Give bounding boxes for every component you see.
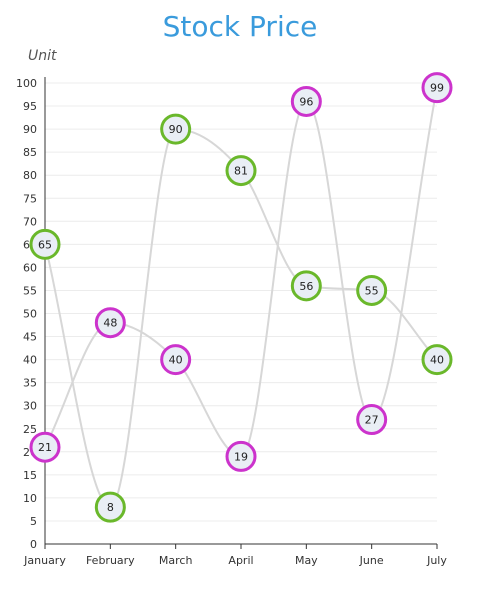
y-tick-label: 100 xyxy=(16,77,37,90)
x-tick-label: June xyxy=(359,554,384,567)
data-point xyxy=(160,344,192,376)
y-tick-label: 5 xyxy=(30,515,37,528)
data-label: 99 xyxy=(430,82,444,95)
x-tick-label: February xyxy=(86,554,135,567)
y-tick-label: 90 xyxy=(23,123,37,136)
series-line-2 xyxy=(44,87,438,458)
data-point xyxy=(225,155,257,187)
data-point xyxy=(290,270,322,302)
y-tick-label: 50 xyxy=(23,308,37,321)
data-point xyxy=(225,440,257,472)
y-tick-label: 85 xyxy=(23,146,37,159)
y-tick-label: 75 xyxy=(23,192,37,205)
y-tick-label: 30 xyxy=(23,400,37,413)
data-point xyxy=(290,85,322,117)
y-tick-label: 70 xyxy=(23,215,37,228)
data-point xyxy=(160,113,192,145)
y-tick-label: 60 xyxy=(23,261,37,274)
data-label: 81 xyxy=(234,165,248,178)
data-label: 8 xyxy=(107,501,114,514)
y-tick-label: 15 xyxy=(23,469,37,482)
data-label: 56 xyxy=(299,280,313,293)
data-label: 65 xyxy=(38,238,52,251)
y-tick-label: 10 xyxy=(23,492,37,505)
x-tick-label: May xyxy=(295,554,318,567)
chart-title: Stock Price xyxy=(162,10,318,43)
data-point xyxy=(29,228,61,260)
data-point xyxy=(29,431,61,463)
y-tick-label: 45 xyxy=(23,331,37,344)
data-label: 27 xyxy=(365,414,379,427)
x-tick-label: January xyxy=(23,554,66,567)
data-label: 55 xyxy=(365,284,379,297)
y-tick-label: 95 xyxy=(23,100,37,113)
y-tick-label: 25 xyxy=(23,423,37,436)
data-point xyxy=(421,344,453,376)
data-label: 96 xyxy=(299,95,313,108)
y-tick-label: 55 xyxy=(23,284,37,297)
y-tick-label: 35 xyxy=(23,377,37,390)
y-tick-label: 80 xyxy=(23,169,37,182)
data-label: 21 xyxy=(38,441,52,454)
data-label: 19 xyxy=(234,450,248,463)
y-tick-label: 0 xyxy=(30,538,37,551)
data-label: 48 xyxy=(103,317,117,330)
data-label: 90 xyxy=(169,123,183,136)
data-label: 40 xyxy=(169,354,183,367)
data-point xyxy=(421,72,453,104)
data-point xyxy=(356,274,388,306)
data-point xyxy=(356,404,388,436)
x-tick-label: April xyxy=(228,554,253,567)
data-point xyxy=(94,307,126,339)
y-tick-label: 40 xyxy=(23,354,37,367)
y-axis-label: Unit xyxy=(28,48,57,64)
data-label: 40 xyxy=(430,354,444,367)
x-tick-label: March xyxy=(159,554,193,567)
x-tick-label: July xyxy=(426,554,447,567)
data-point xyxy=(94,491,126,523)
